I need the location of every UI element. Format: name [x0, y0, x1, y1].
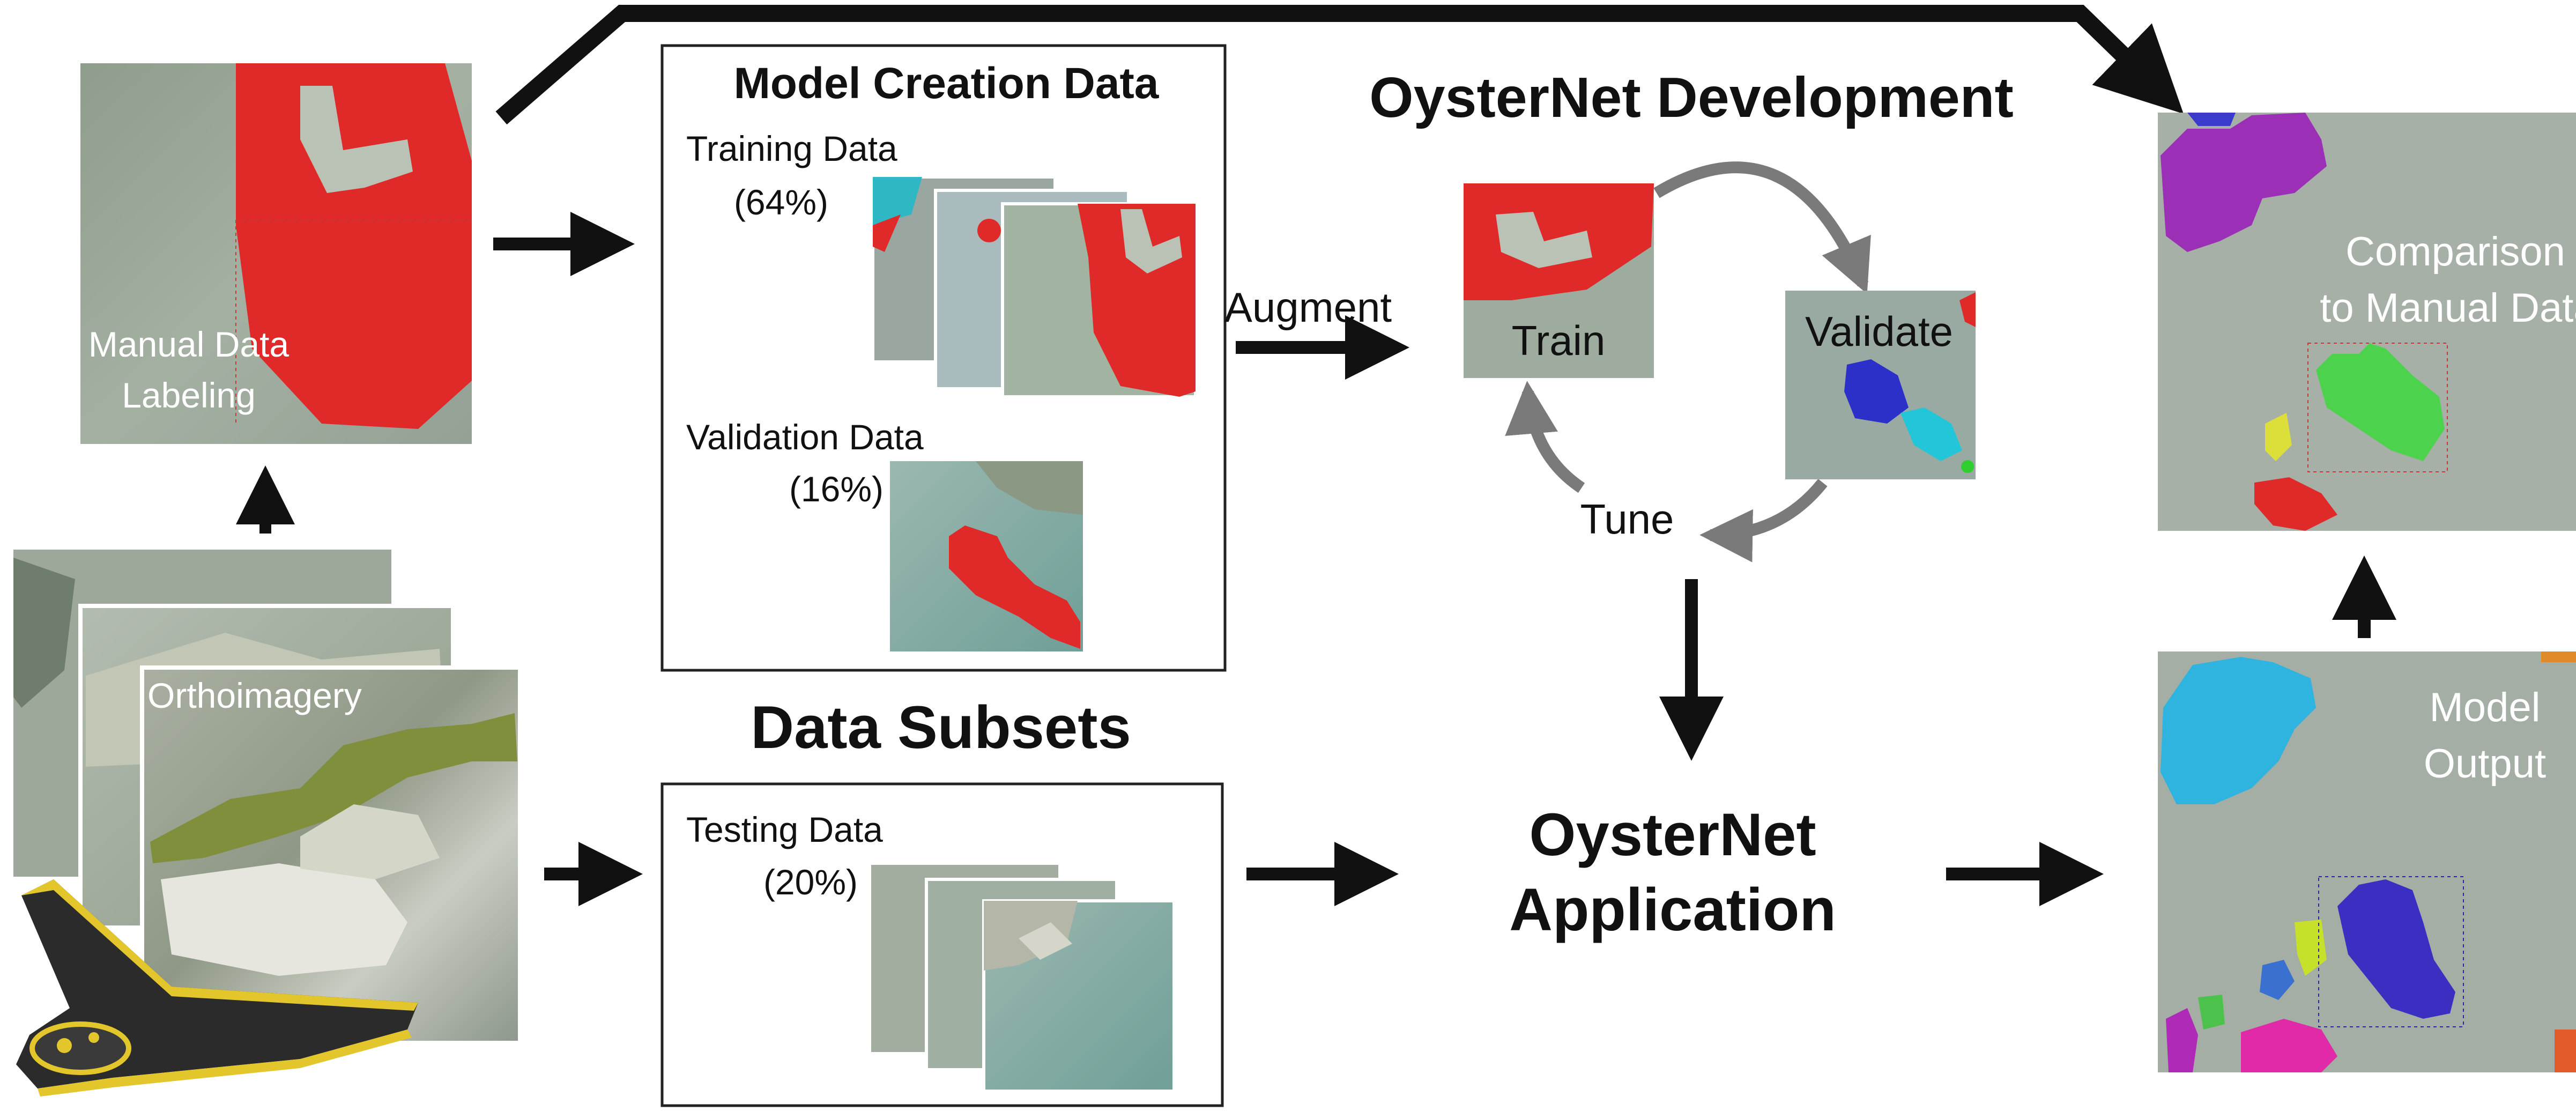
validate-image [1785, 291, 1976, 479]
train-image [1464, 183, 1654, 378]
training-data-label: Training Data [686, 129, 897, 168]
training-data-percent: (64%) [734, 182, 828, 222]
manual-labeling-label-line2: Labeling [122, 375, 256, 415]
application-title-line1: OysterNet [1529, 801, 1816, 868]
drone-icon [16, 879, 418, 1097]
model-output-image [2158, 651, 2576, 1072]
validation-data-percent: (16%) [789, 469, 884, 509]
model-creation-title: Model Creation Data [734, 59, 1160, 108]
data-subsets-box [660, 782, 1224, 1107]
data-subsets-title: Data Subsets [751, 694, 1131, 761]
tune-label: Tune [1580, 495, 1674, 543]
validate-to-tune-arrow [1699, 479, 1828, 562]
development-title: OysterNet Development [1369, 66, 2014, 129]
comparison-label-line2: to Manual Data [2320, 285, 2576, 331]
comparison-image [2158, 113, 2576, 531]
testing-images [868, 862, 1176, 1093]
testing-data-percent: (20%) [763, 862, 858, 902]
validation-image [890, 461, 1083, 651]
top-bypass-arrow [495, 5, 2184, 125]
train-label: Train [1512, 317, 1606, 364]
augment-label: Augment [1224, 284, 1392, 331]
comparison-label-line1: Comparison [2345, 229, 2565, 275]
model-creation-box [660, 44, 1227, 672]
tune-to-train-arrow [1505, 381, 1585, 493]
training-images [871, 175, 1197, 398]
oyster-reef-mask [236, 63, 472, 429]
train-to-validate-arrow [1653, 161, 1871, 294]
application-title-line2: Application [1509, 876, 1836, 943]
orthoimagery-label: Orthoimagery [147, 676, 362, 715]
manual-labeling-label-line1: Manual Data [88, 324, 289, 364]
model-output-label-line2: Output [2424, 741, 2546, 787]
validation-data-label: Validation Data [686, 417, 924, 457]
orthoimagery-stack [13, 550, 522, 1045]
model-output-label-line1: Model [2430, 685, 2541, 730]
validate-label: Validate [1805, 308, 1953, 355]
testing-data-label: Testing Data [686, 810, 883, 849]
manual-labeling-image [80, 63, 472, 444]
